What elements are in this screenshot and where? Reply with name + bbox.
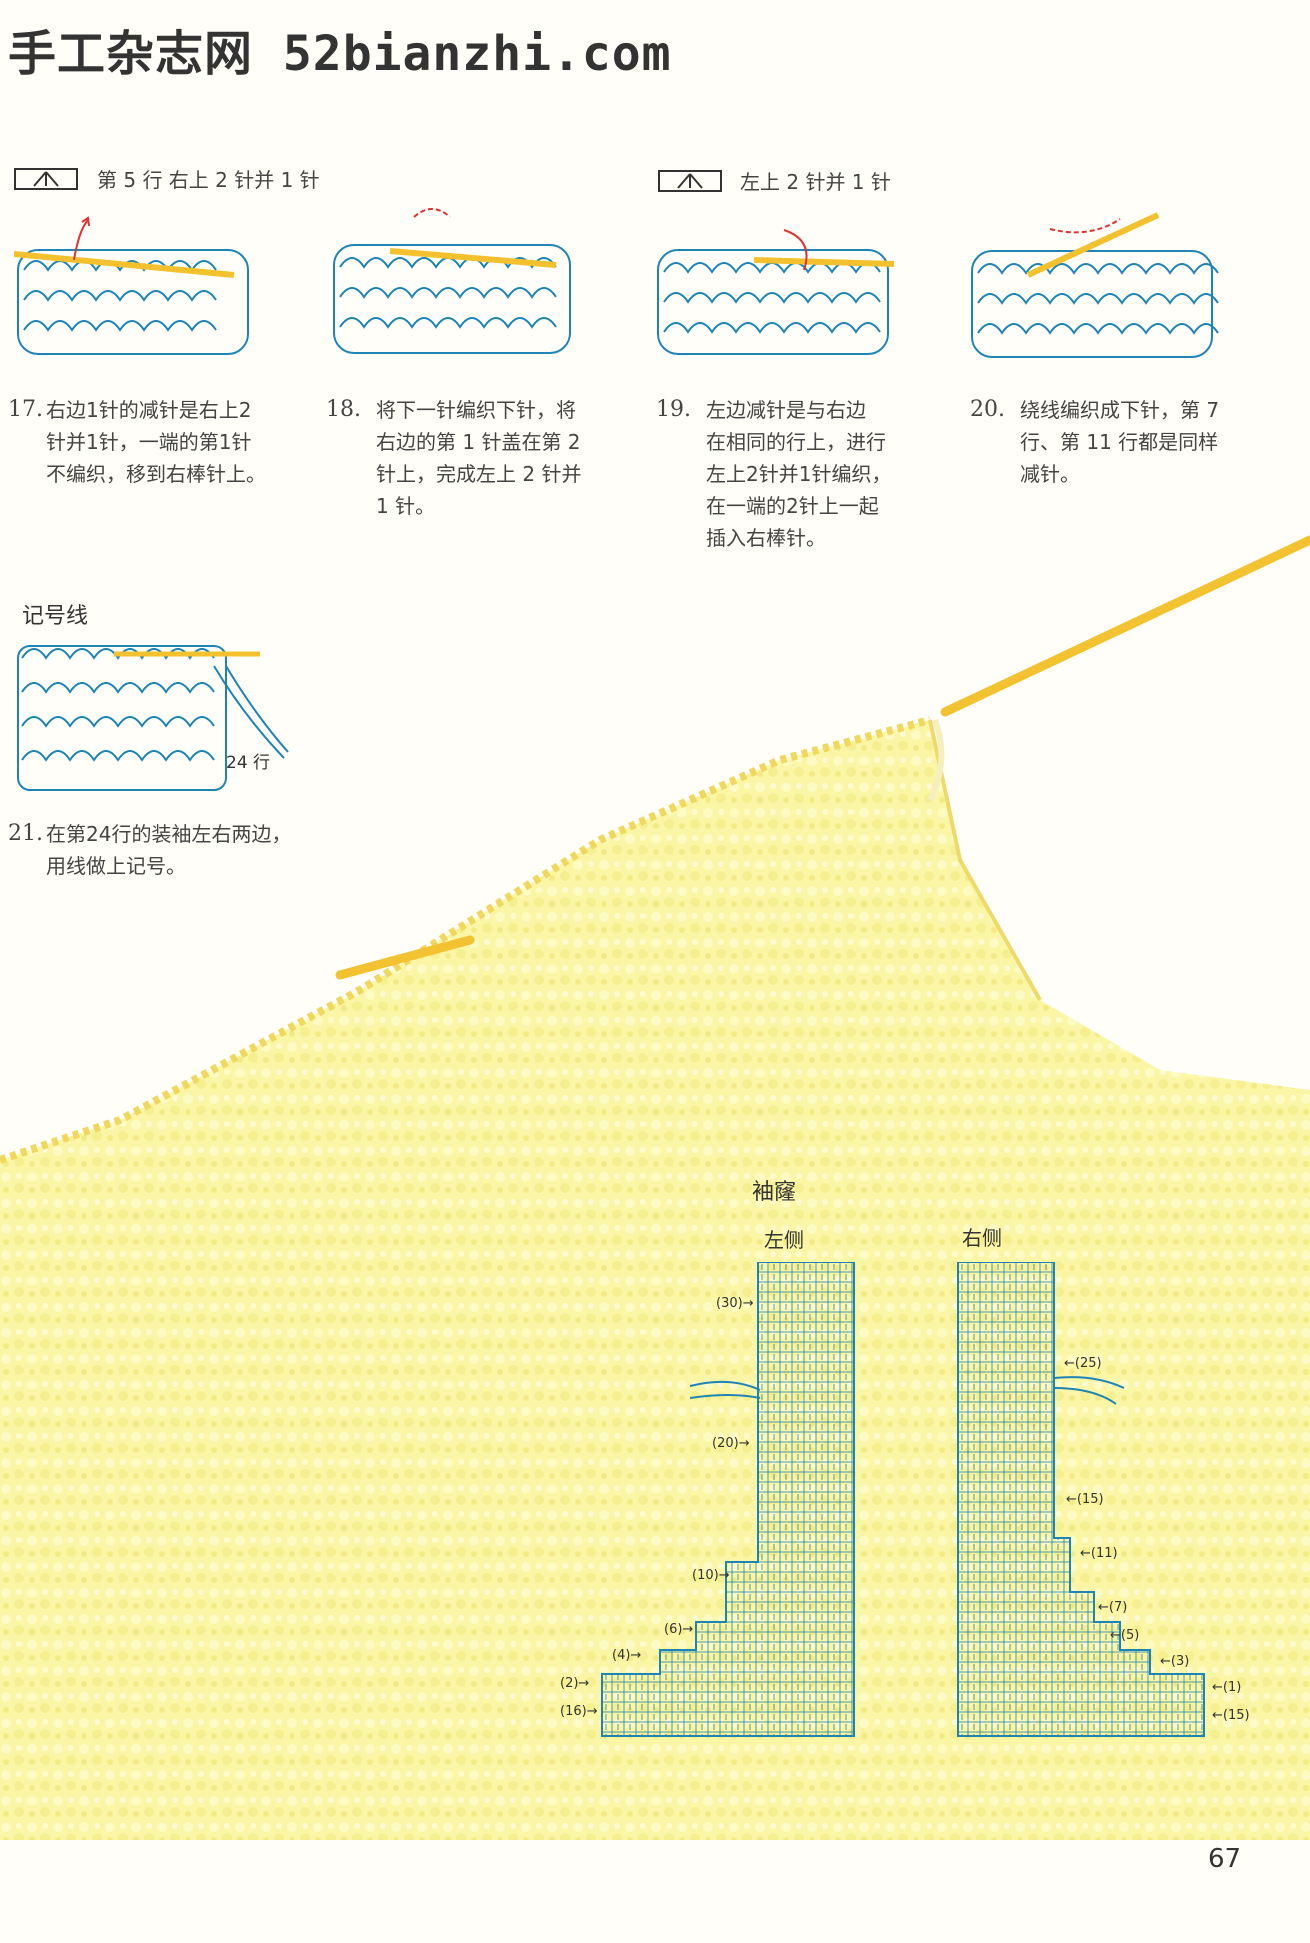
right-decrease-symbol <box>14 168 78 190</box>
right-row-mark-1-value: 1 <box>1227 1680 1237 1695</box>
step-20-number: 20. <box>970 397 1005 422</box>
step-19: 19. 左边减针是与右边 在相同的行上，进行 左上2针并1针编织， 在一端的2针… <box>656 394 956 564</box>
marker-heading: 记号线 <box>22 604 89 629</box>
right-decrease-label: 第 5 行 右上 2 针并 1 针 <box>97 168 320 192</box>
right-row-mark-11-value: 11 <box>1095 1546 1113 1561</box>
step-19-illustration <box>657 229 895 355</box>
page-number: 67 <box>1208 1844 1242 1874</box>
left-row-mark-6: (6)→ <box>664 1622 694 1637</box>
right-row-mark-15-value: 15 <box>1081 1492 1099 1507</box>
step-20-line-2: 行、第 11 行都是同样 <box>1020 430 1219 454</box>
right-row-mark-5: ←(5) <box>1110 1628 1140 1643</box>
step-17-line-2: 针并1针，一端的第1针 <box>46 430 252 454</box>
left-row-mark-2: (2)→ <box>560 1676 590 1691</box>
right-row-mark-25-value: 25 <box>1079 1356 1097 1371</box>
left-row-mark-16: (16)→ <box>560 1704 598 1719</box>
right-row-mark-7-value: 7 <box>1113 1600 1123 1615</box>
step-17-illustration <box>14 216 249 355</box>
step-21: 21. 在第24行的装袖左右两边， 用线做上记号。 <box>8 818 328 898</box>
step-18-line-4: 1 针。 <box>376 494 436 518</box>
right-row-mark-15b-value: 15 <box>1227 1708 1245 1723</box>
left-row-mark-20: (20)→ <box>712 1436 750 1451</box>
step-19-line-1: 左边减针是与右边 <box>706 398 866 422</box>
step-19-line-3: 左上2针并1针编织， <box>706 462 892 486</box>
marker-illustration <box>17 645 289 791</box>
step-21-number: 21. <box>8 821 43 846</box>
step-18-line-2: 右边的第 1 针盖在第 2 <box>376 430 581 454</box>
left-row-mark-4-value: 4 <box>617 1648 626 1663</box>
step-20-line-3: 减针。 <box>1020 462 1080 486</box>
step-18: 18. 将下一针编织下针，将 右边的第 1 针盖在第 2 针上，完成左上 2 针… <box>326 394 626 534</box>
right-decrease-symbol-icon <box>33 171 59 187</box>
step-20-illustration <box>971 212 1219 358</box>
right-row-mark-3-value: 3 <box>1175 1654 1185 1669</box>
marker-row-label: 24 行 <box>226 753 271 773</box>
left-decrease-label: 左上 2 针并 1 针 <box>740 170 891 194</box>
left-row-mark-20-value: 20 <box>717 1436 734 1451</box>
site-title: 手工杂志网 52bianzhi.com <box>8 26 672 82</box>
step-18-line-3: 针上，完成左上 2 针并 <box>376 462 582 486</box>
sleeve-chart-right-grid <box>957 1262 1205 1737</box>
right-row-mark-15: ←(15) <box>1066 1492 1104 1507</box>
step-21-line-1: 在第24行的装袖左右两边， <box>46 822 292 846</box>
right-row-mark-11: ←(11) <box>1080 1546 1118 1561</box>
step-17-line-3: 不编织，移到右棒针上。 <box>46 462 266 486</box>
step-20-line-1: 绕线编织成下针，第 7 <box>1020 398 1220 422</box>
step-19-line-5: 插入右棒针。 <box>706 526 826 550</box>
right-row-mark-7: ←(7) <box>1098 1600 1128 1615</box>
sleeve-chart-left-grid <box>601 1262 855 1737</box>
right-side-label: 右侧 <box>962 1226 1002 1250</box>
left-decrease-symbol <box>658 170 722 192</box>
step-19-line-2: 在相同的行上，进行 <box>706 430 886 454</box>
step-20: 20. 绕线编织成下针，第 7 行、第 11 行都是同样 减针。 <box>970 394 1270 504</box>
right-row-mark-1: ←(1) <box>1212 1680 1242 1695</box>
step-17: 17. 右边1针的减针是右上2 针并1针，一端的第1针 不编织，移到右棒针上。 <box>8 394 278 524</box>
right-row-mark-25: ←(25) <box>1064 1356 1102 1371</box>
step-19-number: 19. <box>656 397 691 422</box>
left-side-label: 左侧 <box>764 1228 804 1252</box>
left-row-mark-4: (4)→ <box>612 1648 642 1663</box>
left-row-mark-16-value: 16 <box>565 1704 582 1719</box>
left-row-mark-30: (30)→ <box>716 1296 754 1311</box>
left-decrease-symbol-icon <box>677 173 703 189</box>
right-row-mark-3: ←(3) <box>1160 1654 1190 1669</box>
left-row-mark-6-value: 6 <box>669 1622 678 1637</box>
step-18-illustration <box>333 208 571 354</box>
step-21-line-2: 用线做上记号。 <box>46 854 186 878</box>
sleeve-chart-heading: 袖窿 <box>752 1180 797 1205</box>
step-18-line-1: 将下一针编织下针，将 <box>376 398 576 422</box>
right-row-mark-5-value: 5 <box>1125 1628 1135 1643</box>
step-17-line-1: 右边1针的减针是右上2 <box>46 398 252 422</box>
step-18-number: 18. <box>326 397 361 422</box>
step-19-line-4: 在一端的2针上一起 <box>706 494 879 518</box>
left-row-mark-30-value: 30 <box>721 1296 738 1311</box>
left-row-mark-10-value: 10 <box>697 1568 714 1583</box>
right-row-mark-15b: ←(15) <box>1212 1708 1250 1723</box>
left-row-mark-2-value: 2 <box>565 1676 574 1691</box>
step-17-number: 17. <box>8 397 43 422</box>
left-row-mark-10: (10)→ <box>692 1568 730 1583</box>
